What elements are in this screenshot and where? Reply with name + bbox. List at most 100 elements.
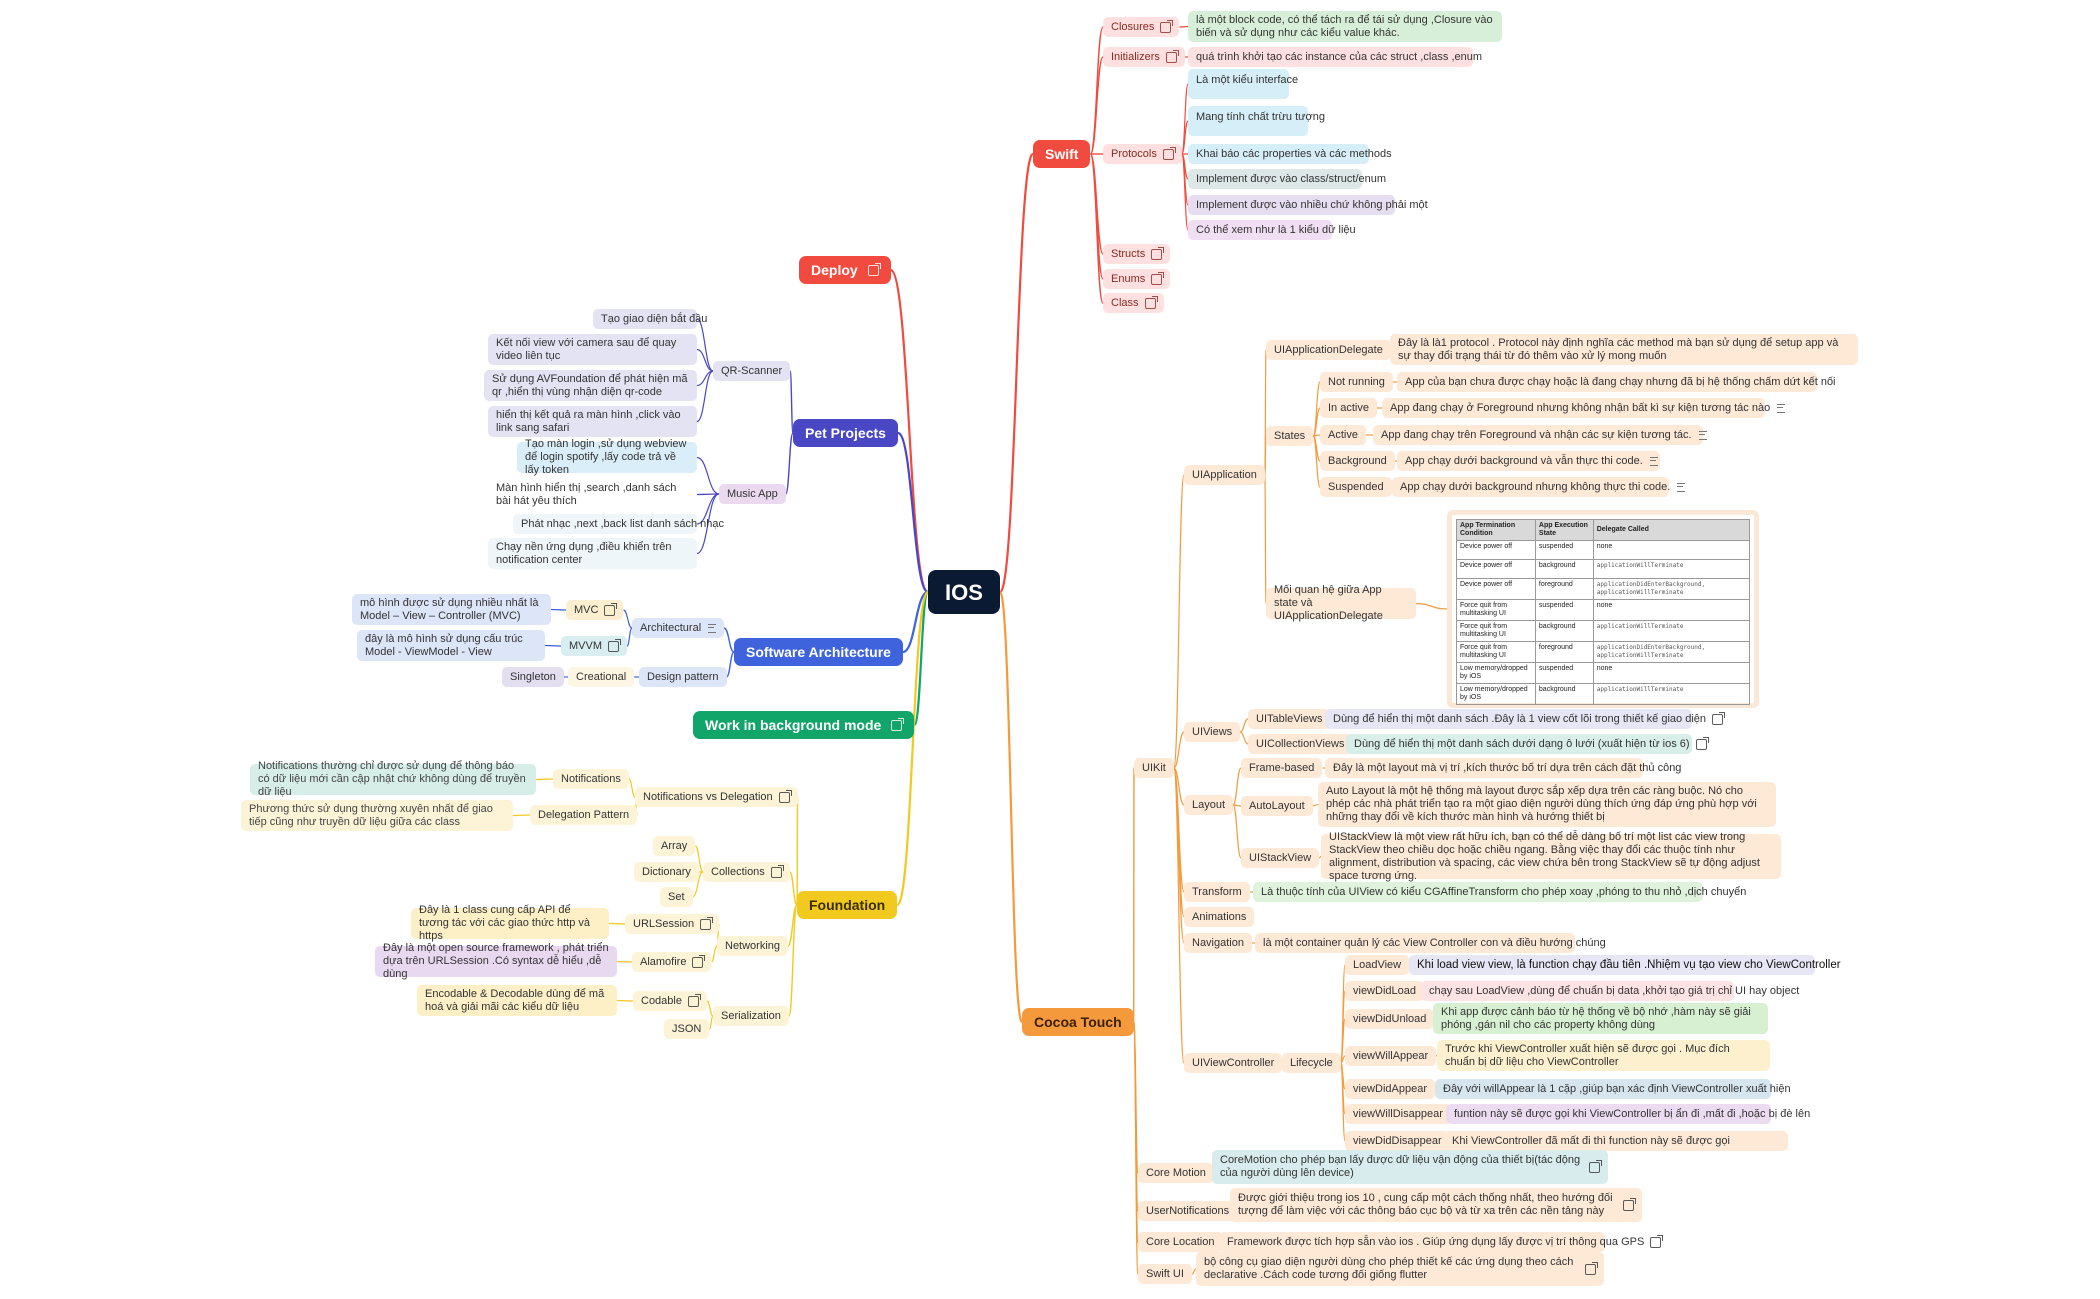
animations-node[interactable]: Animations [1184, 907, 1255, 927]
uiviews-node[interactable]: UIViews [1184, 722, 1241, 742]
closures-node[interactable]: Closures [1103, 17, 1180, 37]
closures-desc: là một block code, có thể tách ra để tái… [1188, 11, 1502, 42]
foundation-node[interactable]: Foundation [797, 891, 898, 919]
external-link-icon[interactable] [1589, 1159, 1602, 1173]
architectural-node[interactable]: Architectural [632, 618, 725, 638]
deploy-node[interactable]: Deploy [799, 256, 891, 284]
external-link-icon[interactable] [1151, 271, 1165, 285]
layout-node[interactable]: Layout [1184, 795, 1234, 815]
uiapplication-node[interactable]: UIApplication [1184, 465, 1265, 485]
swift-ui-node[interactable]: Swift UI [1138, 1264, 1192, 1284]
external-link-icon[interactable] [700, 916, 714, 930]
note-icon[interactable] [1649, 456, 1658, 466]
collections-node[interactable]: Collections [703, 862, 790, 882]
uistackview-node[interactable]: UIStackView [1241, 848, 1320, 868]
external-link-icon[interactable] [1165, 49, 1179, 63]
transform-node[interactable]: Transform [1184, 882, 1250, 902]
lifecycle-viewdiddisappear[interactable]: viewDidDisappear [1345, 1131, 1450, 1151]
singleton-node[interactable]: Singleton [502, 667, 564, 687]
delegation-node[interactable]: Delegation Pattern [530, 805, 638, 825]
external-link-icon[interactable] [1162, 146, 1176, 160]
enums-node[interactable]: Enums [1103, 269, 1171, 289]
external-link-icon[interactable] [1151, 246, 1165, 260]
lifecycle-viewdidunload[interactable]: viewDidUnload [1345, 1009, 1435, 1029]
lifecycle-viewwillappear[interactable]: viewWillAppear [1345, 1046, 1437, 1066]
state-not-running[interactable]: Not running [1320, 372, 1393, 392]
music-item-2: Phát nhạc ,next ,back list danh sách nhạ… [513, 514, 724, 534]
external-link-icon[interactable] [1585, 1261, 1598, 1275]
uikit-node[interactable]: UIKit [1134, 758, 1174, 778]
alamofire-node[interactable]: Alamofire [632, 952, 712, 972]
json-node[interactable]: JSON [664, 1019, 710, 1039]
state-in-active[interactable]: In active [1320, 398, 1377, 418]
note-icon[interactable] [1777, 403, 1786, 413]
protocol-item-4: Implement được vào nhiều chứ không phải … [1188, 195, 1428, 215]
lifecycle-viewdidload[interactable]: viewDidLoad [1345, 981, 1424, 1001]
navigation-node[interactable]: Navigation [1184, 933, 1252, 953]
uitableviews-node[interactable]: UITableViews [1248, 709, 1331, 729]
note-icon[interactable] [1698, 430, 1707, 440]
work-background-node[interactable]: Work in background mode [693, 711, 915, 739]
note-icon[interactable] [1677, 482, 1686, 492]
external-link-icon[interactable] [1623, 1197, 1636, 1211]
relation-node[interactable]: Mối quan hệ giữa App state và UIApplicat… [1266, 584, 1416, 622]
core-motion-node[interactable]: Core Motion [1138, 1163, 1214, 1183]
class-node[interactable]: Class [1103, 293, 1164, 313]
connector-line [902, 590, 929, 654]
connector-line [694, 845, 704, 873]
external-link-icon[interactable] [1712, 711, 1726, 725]
state-suspended[interactable]: Suspended [1320, 477, 1392, 497]
external-link-icon[interactable] [778, 789, 792, 803]
mvvm-node[interactable]: MVVM [561, 636, 627, 656]
cocoa-touch-node[interactable]: Cocoa Touch [1022, 1008, 1134, 1036]
autolayout-node[interactable]: AutoLayout [1241, 796, 1313, 816]
core-location-node[interactable]: Core Location [1138, 1232, 1223, 1252]
external-link-icon[interactable] [1160, 19, 1174, 33]
root-node[interactable]: IOS [928, 570, 1000, 614]
external-link-icon[interactable] [1695, 736, 1709, 750]
serialization-node[interactable]: Serialization [713, 1006, 789, 1026]
lifecycle-viewwilldisappear[interactable]: viewWillDisappear [1345, 1104, 1451, 1124]
connector-line [616, 960, 633, 963]
codable-node[interactable]: Codable [633, 991, 707, 1011]
external-link-icon[interactable] [608, 638, 621, 652]
creational-node[interactable]: Creational [568, 667, 635, 687]
external-link-icon[interactable] [692, 954, 706, 968]
qr-scanner-node[interactable]: QR-Scanner [713, 361, 791, 381]
uicollectionviews-node[interactable]: UICollectionViews [1248, 734, 1353, 754]
networking-node[interactable]: Networking [717, 936, 789, 956]
mvc-node[interactable]: MVC [566, 600, 624, 620]
state-background[interactable]: Background [1320, 451, 1395, 471]
notifications-vs-delegation-node[interactable]: Notifications vs Delegation [635, 787, 798, 807]
external-link-icon[interactable] [770, 864, 784, 878]
external-link-icon[interactable] [1650, 1234, 1664, 1248]
swift-node[interactable]: Swift [1033, 140, 1091, 168]
lifecycle-node[interactable]: Lifecycle [1282, 1053, 1341, 1073]
frame-based-node[interactable]: Frame-based [1241, 758, 1323, 778]
protocols-node[interactable]: Protocols [1103, 144, 1182, 164]
external-link-icon[interactable] [687, 993, 701, 1007]
frame-based-desc: Đây là một layout mà vị trí ,kích thước … [1325, 758, 1681, 778]
structs-node[interactable]: Structs [1103, 244, 1171, 264]
lifecycle-loadview[interactable]: LoadView [1345, 955, 1410, 975]
user-notifications-node[interactable]: UserNotifications [1138, 1201, 1238, 1221]
external-link-icon[interactable] [1144, 295, 1158, 309]
connector-line [628, 778, 636, 798]
software-architecture-node[interactable]: Software Architecture [734, 638, 903, 666]
pet-projects-node[interactable]: Pet Projects [793, 419, 898, 447]
lifecycle-viewdidappear[interactable]: viewDidAppear [1345, 1079, 1435, 1099]
uiviewcontroller-node[interactable]: UIViewController [1184, 1053, 1283, 1073]
states-node[interactable]: States [1266, 426, 1314, 446]
urlsession-node[interactable]: URLSession [625, 914, 720, 934]
initializers-node[interactable]: Initializers [1103, 47, 1185, 67]
external-link-icon[interactable] [867, 262, 881, 276]
uiappdelegate-node[interactable]: UIApplicationDelegate [1266, 340, 1391, 360]
external-link-icon[interactable] [604, 602, 618, 616]
note-icon[interactable] [708, 623, 717, 633]
connector-line [696, 318, 714, 372]
notifications-node[interactable]: Notifications [553, 769, 629, 789]
external-link-icon[interactable] [891, 717, 905, 731]
design-pattern-node[interactable]: Design pattern [639, 667, 727, 687]
music-app-node[interactable]: Music App [719, 484, 786, 504]
state-active[interactable]: Active [1320, 425, 1366, 445]
